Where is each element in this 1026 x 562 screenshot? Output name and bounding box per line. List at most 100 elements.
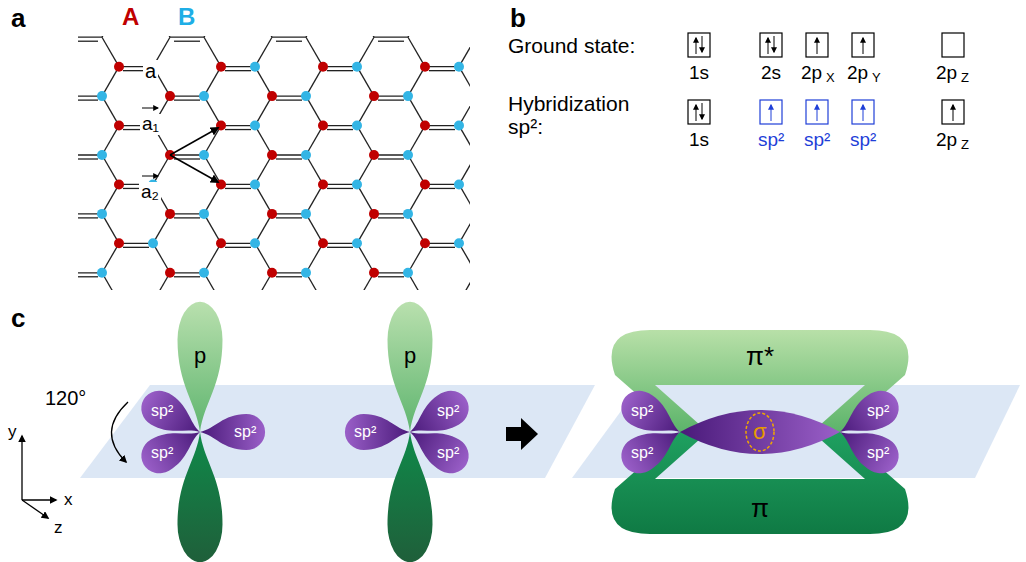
bond-line xyxy=(204,126,221,155)
bond-line xyxy=(374,154,408,155)
atom-dot xyxy=(250,121,260,131)
bond-line xyxy=(408,155,425,184)
atom-dot xyxy=(114,62,124,72)
bond-line xyxy=(408,184,425,213)
atom-dot xyxy=(165,91,175,101)
bond-line xyxy=(378,217,404,218)
bond-line xyxy=(102,184,119,213)
atom-dot xyxy=(369,91,379,101)
atom-dot xyxy=(114,179,124,189)
label-text: y xyxy=(8,423,17,442)
atom-dot xyxy=(301,91,311,101)
atom-dot xyxy=(199,91,209,101)
label-text: sp² xyxy=(151,402,173,420)
bond-line xyxy=(425,243,459,244)
label-text: sp² xyxy=(804,130,830,151)
bond-line xyxy=(225,188,251,189)
bond-line xyxy=(78,41,98,42)
bond-line xyxy=(378,41,404,42)
label-text: sp² xyxy=(631,402,653,420)
bond-line xyxy=(272,272,306,273)
bond-line xyxy=(255,67,272,96)
bond-line xyxy=(378,158,404,159)
bond-line xyxy=(378,276,404,277)
bond-line xyxy=(276,41,302,42)
bond-line xyxy=(357,184,374,213)
bond-line xyxy=(306,243,323,272)
bond-line xyxy=(306,184,323,213)
atom-dot xyxy=(403,150,413,160)
atom-dot xyxy=(420,62,430,72)
bond-line xyxy=(255,155,272,184)
label-text: B xyxy=(178,4,195,30)
bond-line xyxy=(255,37,272,66)
bond-line xyxy=(255,243,272,272)
bond-line xyxy=(221,243,255,244)
bond-line xyxy=(225,129,251,130)
bond-line xyxy=(429,188,455,189)
bond-line xyxy=(357,155,374,184)
atom-dot xyxy=(369,268,379,278)
atom-dot xyxy=(165,209,175,219)
atom-dot xyxy=(420,179,430,189)
bond-line xyxy=(102,37,119,66)
bond-line xyxy=(408,37,425,66)
atom-dot xyxy=(301,268,311,278)
label-text: σ xyxy=(753,420,767,444)
label-text: 120° xyxy=(45,387,86,409)
bond-line xyxy=(204,155,221,184)
bond-line xyxy=(425,184,459,185)
bond-line xyxy=(357,126,374,155)
label-text: sp² xyxy=(631,444,653,462)
bond-line xyxy=(221,125,255,126)
label-text: a xyxy=(143,60,158,82)
atom-dot xyxy=(216,238,226,248)
atom-dot xyxy=(369,150,379,160)
atom-dot xyxy=(318,238,328,248)
bond-line xyxy=(408,126,425,155)
bond-line xyxy=(204,243,221,272)
bond-line xyxy=(429,247,455,248)
label-text: 2p xyxy=(801,63,822,84)
atom-dot xyxy=(199,209,209,219)
label-text: x xyxy=(64,491,73,510)
label-text: Y xyxy=(872,71,881,85)
label-text: 1s xyxy=(689,63,709,84)
bond-line xyxy=(357,37,374,66)
atom-dot xyxy=(250,62,260,72)
bond-line xyxy=(408,36,425,37)
bond-line xyxy=(255,214,272,243)
bond-line xyxy=(78,99,98,100)
bond-line xyxy=(204,36,221,37)
bond-line xyxy=(357,96,374,125)
atom-dot xyxy=(403,91,413,101)
bond-line xyxy=(429,70,455,71)
bond-line xyxy=(174,99,200,100)
bond-line xyxy=(408,96,425,125)
atom-dot xyxy=(352,62,362,72)
atom-dot xyxy=(97,91,107,101)
label-text: sp² xyxy=(758,130,784,151)
bond-line xyxy=(306,96,323,125)
label-text: X xyxy=(826,71,835,85)
bond-line xyxy=(255,36,272,37)
bond-line xyxy=(374,95,408,96)
atom-dot xyxy=(454,62,464,72)
bond-line xyxy=(225,70,251,71)
bond-line xyxy=(204,96,221,125)
atom-dot xyxy=(267,268,277,278)
bond-line xyxy=(323,184,357,185)
bond-line xyxy=(102,126,119,155)
bond-line xyxy=(170,95,204,96)
bond-line xyxy=(272,95,306,96)
atom-dot xyxy=(420,121,430,131)
bond-line xyxy=(170,272,204,273)
bond-line xyxy=(327,70,353,71)
bond-line xyxy=(408,243,425,272)
atom-dot xyxy=(352,238,362,248)
bond-line xyxy=(374,213,408,214)
bond-line xyxy=(306,67,323,96)
bond-line xyxy=(374,37,408,38)
bond-line xyxy=(255,126,272,155)
atom-dot xyxy=(454,238,464,248)
